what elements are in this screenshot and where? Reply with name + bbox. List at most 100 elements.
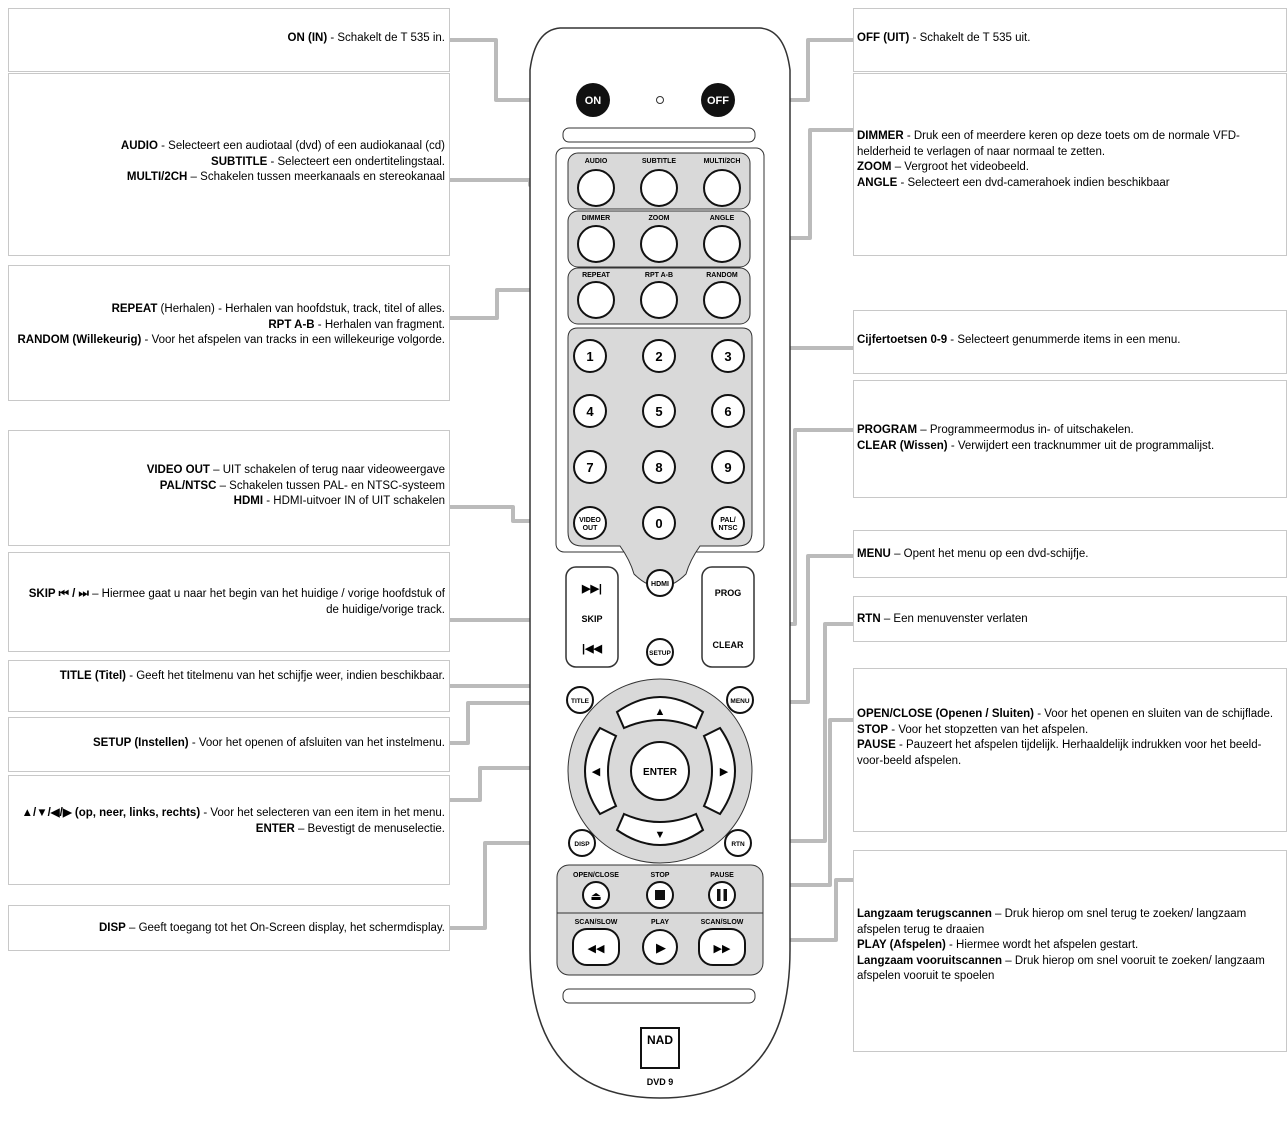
callout-open-close: OPEN/CLOSE (Openen / Sluiten) - Voor het… — [853, 668, 1287, 832]
prog-frame — [701, 566, 755, 668]
left-arrow-icon: ◀ — [592, 766, 601, 778]
callout-on: ON (IN) - Schakelt de T 535 in. — [8, 8, 450, 72]
callout-skip-text: SKIP ⏮ / ⏭ – Hiermee gaat u naar het beg… — [28, 588, 445, 616]
digit-button — [573, 394, 607, 428]
button-label: PAL/ — [720, 517, 735, 524]
down-button — [615, 812, 705, 846]
connector-scan — [764, 878, 853, 942]
callout-scan: Langzaam terugscannen – Druk hierop om s… — [853, 850, 1287, 1052]
function-label: AUDIO — [585, 158, 608, 165]
ir-indicator — [656, 96, 664, 104]
stop-icon — [655, 890, 665, 900]
clear-label: CLEAR — [713, 640, 744, 650]
skip-next-icon: ▶▶| — [581, 583, 602, 595]
down-arrow-icon: ▼ — [655, 829, 666, 841]
off-label: OFF — [707, 95, 729, 107]
button-label: OUT — [583, 525, 599, 532]
digit-label: 0 — [655, 516, 662, 531]
eject-icon: ⏏ — [590, 889, 601, 903]
callout-menu-text: MENU – Opent het menu op een dvd-schijfj… — [857, 548, 1089, 560]
function-label: SUBTITLE — [642, 158, 677, 165]
function-button — [703, 281, 741, 319]
callout-off-text: OFF (UIT) - Schakelt de T 535 uit. — [857, 32, 1031, 44]
skip-label: SKIP — [581, 614, 602, 624]
stop-label: STOP — [651, 872, 670, 879]
setup-label: SETUP — [649, 650, 671, 657]
prog-label: PROG — [715, 588, 742, 598]
callout-rptab-line: RPT A-B - Herhalen van fragment. — [268, 318, 445, 331]
callout-on-text: ON (IN) - Schakelt de T 535 in. — [287, 32, 445, 44]
function-label: ZOOM — [649, 215, 670, 222]
callout-dimmer-line: DIMMER - Druk een of meerdere keren op d… — [857, 130, 1240, 158]
off-button — [701, 83, 735, 117]
callout-repeat-line: REPEAT (Herhalen) - Herhalen van hoofdst… — [111, 303, 445, 315]
bottom-slot — [562, 988, 756, 1004]
callout-disp: DISP – Geeft toegang tot het On-Screen d… — [8, 905, 450, 951]
function-button — [577, 281, 615, 319]
hdmi-button — [646, 569, 674, 597]
callout-videoout-line: VIDEO OUT – UIT schakelen of terug naar … — [146, 464, 445, 476]
rewind-icon: ◀◀ — [588, 943, 605, 955]
callout-palntsc-line: PAL/NTSC – Schakelen tussen PAL- en NTSC… — [159, 479, 445, 492]
fast-forward-icon: ▶▶ — [714, 943, 731, 955]
callout-title-text: TITLE (Titel) - Geeft het titelmenu van … — [59, 670, 445, 682]
display-slot — [562, 127, 756, 143]
scan-back-label: SCAN/SLOW — [575, 919, 618, 926]
callout-digits: Cijfertoetsen 0-9 - Selecteert genummerd… — [853, 310, 1287, 374]
title-label: TITLE — [571, 698, 590, 705]
function-label: DIMMER — [582, 215, 610, 222]
pause-icon — [717, 889, 721, 901]
brand-label: NAD — [647, 1033, 673, 1047]
pal-ntsc-button — [711, 506, 745, 540]
right-arrow-icon: ▶ — [720, 766, 729, 778]
function-button — [703, 225, 741, 263]
function-button — [640, 225, 678, 263]
open-close-button — [582, 881, 610, 909]
digit-button — [642, 339, 676, 373]
nad-logo — [640, 1027, 680, 1069]
up-arrow-icon: ▲ — [655, 706, 666, 718]
callout-disp-text: DISP – Geeft toegang tot het On-Screen d… — [98, 922, 445, 934]
digit-button — [711, 394, 745, 428]
hdmi-label: HDMI — [651, 581, 669, 588]
open-close-label: OPEN/CLOSE — [573, 872, 619, 879]
disp-label: DISP — [574, 841, 590, 848]
digit-button — [573, 339, 607, 373]
callout-audio-line: AUDIO - Selecteert een audiotaal (dvd) o… — [120, 140, 445, 152]
callout-program-line: PROGRAM – Programmeermodus in- of uitsch… — [857, 424, 1134, 436]
callout-stop-line: STOP - Voor het stopzetten van het afspe… — [857, 723, 1089, 736]
disp-button — [568, 829, 596, 857]
digit-label: 5 — [655, 404, 662, 419]
digit-button — [642, 450, 676, 484]
connector-rtn — [758, 622, 853, 843]
callout-audio: AUDIO - Selecteert een audiotaal (dvd) o… — [8, 73, 450, 256]
connector-lines — [449, 38, 853, 942]
callout-dimmer: DIMMER - Druk een of meerdere keren op d… — [853, 73, 1287, 256]
function-label: RANDOM — [706, 272, 738, 279]
callout-skip: SKIP ⏮ / ⏭ – Hiermee gaat u naar het beg… — [8, 552, 450, 652]
digit-label: 3 — [724, 349, 731, 364]
play-button — [642, 929, 678, 965]
function-button — [703, 169, 741, 207]
button-label: NTSC — [718, 525, 737, 532]
callout-pause-line: PAUSE - Pauzeert het afspelen tijdelijk.… — [857, 739, 1262, 767]
callout-multi-line: MULTI/2CH – Schakelen tussen meerkanaals… — [126, 171, 445, 183]
function-button — [640, 281, 678, 319]
scan-forward-label: SCAN/SLOW — [701, 919, 744, 926]
digit-button — [642, 506, 676, 540]
scan-forward-button — [698, 928, 746, 966]
callout-title: TITLE (Titel) - Geeft het titelmenu van … — [8, 660, 450, 712]
callout-scan-back-line: Langzaam terugscannen – Druk hierop om s… — [857, 908, 1247, 936]
connector-setup-title — [449, 701, 570, 745]
digit-button — [711, 339, 745, 373]
digit-label: 2 — [655, 349, 662, 364]
function-label: MULTI/2CH — [704, 158, 741, 165]
up-button — [615, 696, 705, 730]
digit-label: 7 — [586, 460, 593, 475]
on-button — [576, 83, 610, 117]
callout-off: OFF (UIT) - Schakelt de T 535 uit. — [853, 8, 1287, 72]
rtn-label: RTN — [731, 841, 745, 848]
pause-button — [708, 881, 736, 909]
